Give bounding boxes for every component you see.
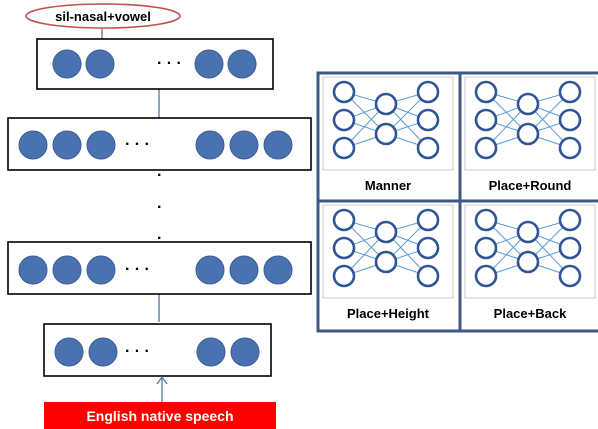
nn-node [516,250,540,274]
nn-node [416,80,440,104]
nn-node [516,92,540,116]
neuron-node [196,337,226,367]
neuron-node [86,130,116,160]
output-label: sil-nasal+vowel [55,9,151,24]
sub-network-label: Place+Round [489,178,572,193]
svg-text:·: · [157,167,162,184]
nn-node [416,264,440,288]
svg-text:·: · [157,230,162,247]
nn-node [332,108,356,132]
nn-node [416,236,440,260]
neuron-node [227,49,257,79]
neuron-node [52,130,82,160]
sub-network-4: Place+Back [464,204,596,321]
input-label: English native speech [86,408,233,424]
nn-node [558,108,582,132]
nn-node [332,80,356,104]
hidden-layer-top: · · · [7,117,312,171]
input-arrowhead [156,375,168,385]
nn-node [558,208,582,232]
neuron-node [263,255,293,285]
neuron-node [229,130,259,160]
hidden-layer-bottom: · · · [7,241,312,295]
sub-network-label: Place+Back [494,306,567,321]
input-layer: · · · [43,323,272,377]
horizontal-ellipsis: · · · [157,55,182,72]
svg-text:·: · [157,199,162,216]
neuron-node [195,130,225,160]
neuron-node [85,49,115,79]
nn-node [332,236,356,260]
nn-node [332,208,356,232]
sub-network-1: Manner [322,76,454,193]
nn-node [474,108,498,132]
nn-node [558,264,582,288]
neuron-node [18,130,48,160]
sub-network-3: Place+Height [322,204,454,321]
nn-node [374,250,398,274]
nn-node [474,236,498,260]
horizontal-ellipsis: · · · [125,136,150,153]
horizontal-ellipsis: · · · [125,343,150,360]
neuron-node [86,255,116,285]
nn-node [416,108,440,132]
neuron-node [263,130,293,160]
neuron-node [195,255,225,285]
nn-node [516,220,540,244]
output-layer: · · · [36,38,274,90]
nn-node [416,208,440,232]
sub-network-label: Manner [365,178,411,193]
sub-network-2: Place+Round [464,76,596,193]
neuron-node [229,255,259,285]
neuron-node [52,255,82,285]
nn-node [374,122,398,146]
nn-node [474,136,498,160]
neuron-node [194,49,224,79]
neuron-node [54,337,84,367]
nn-node [374,220,398,244]
nn-node [516,122,540,146]
nn-node [416,136,440,160]
neuron-node [18,255,48,285]
nn-node [558,80,582,104]
nn-node [474,208,498,232]
nn-node [332,136,356,160]
nn-node [558,136,582,160]
neuron-node [230,337,260,367]
horizontal-ellipsis: · · · [125,261,150,278]
vertical-ellipsis: · · · [157,167,162,247]
nn-node [474,264,498,288]
nn-node [332,264,356,288]
sub-network-label: Place+Height [347,306,430,321]
output-label-ellipse [25,3,181,29]
neuron-node [52,49,82,79]
nn-node [374,92,398,116]
neuron-node [88,337,118,367]
nn-node [558,236,582,260]
input-bar [44,402,276,429]
nn-node [474,80,498,104]
